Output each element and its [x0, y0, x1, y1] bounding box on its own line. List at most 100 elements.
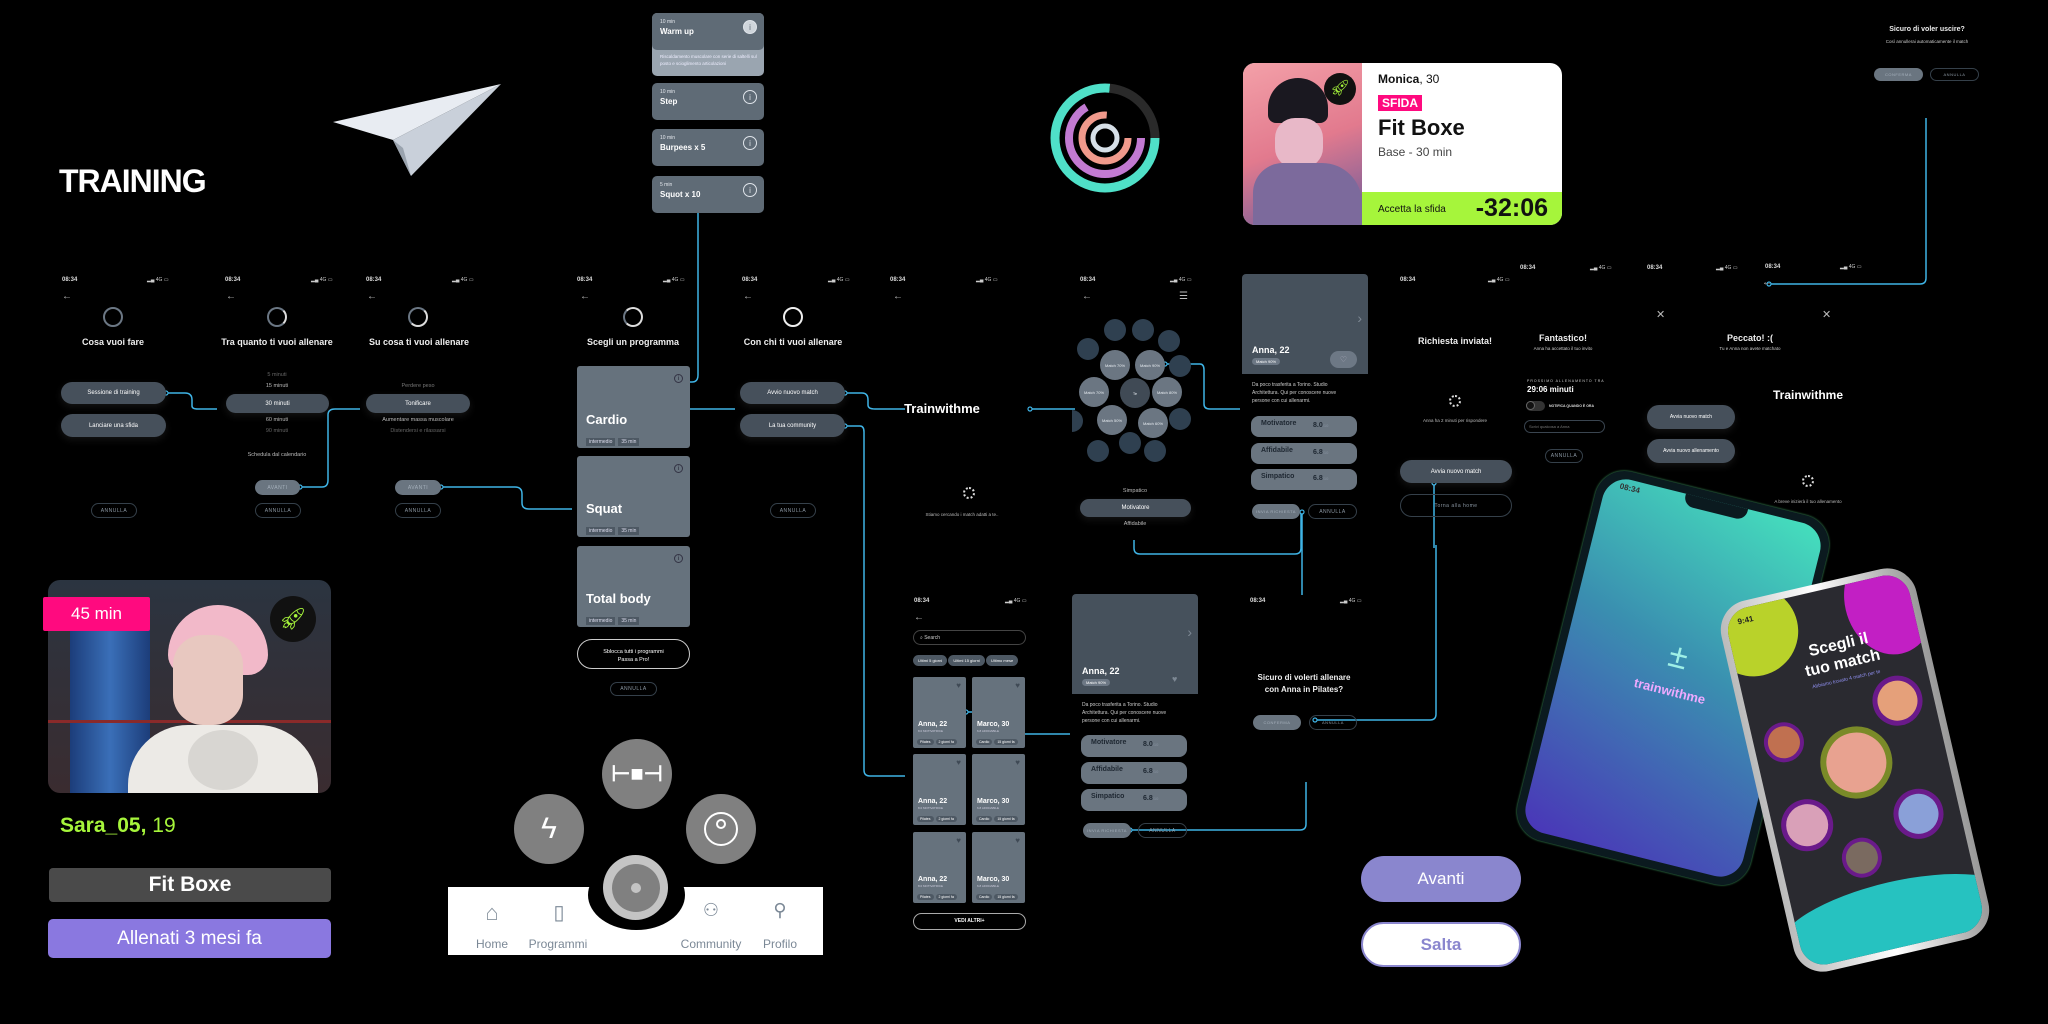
nav-home[interactable]: Home: [475, 937, 508, 951]
info-icon[interactable]: i: [674, 464, 683, 473]
profile-icon[interactable]: ⚲: [773, 900, 787, 920]
bubble[interactable]: [1087, 440, 1109, 462]
document-icon[interactable]: ▯: [553, 902, 565, 924]
back-arrow-icon[interactable]: ←: [893, 291, 903, 302]
match-avatar[interactable]: [1867, 670, 1928, 731]
back-arrow-icon[interactable]: ←: [62, 291, 72, 302]
bubble[interactable]: [1144, 440, 1166, 462]
heart-icon[interactable]: ♥: [956, 836, 961, 845]
next-button[interactable]: Avanti: [1361, 856, 1521, 902]
cancel-button[interactable]: ANNULLA: [1309, 715, 1357, 730]
heart-icon[interactable]: ♥: [1015, 836, 1020, 845]
see-more-button[interactable]: VEDI ALTRI+: [913, 913, 1026, 930]
cancel-button[interactable]: ANNULLA: [1138, 823, 1187, 838]
time-option[interactable]: 90 minuti: [265, 428, 289, 434]
exercise-card-expanded[interactable]: 10 min Warm up i Riscaldamento muscolare…: [652, 13, 764, 76]
bubble[interactable]: [1119, 432, 1141, 454]
next-button[interactable]: AVANTI: [395, 480, 441, 495]
goal-option[interactable]: Distendersi e rilassarsi: [390, 428, 446, 434]
cancel-button[interactable]: ANNULLA: [91, 503, 137, 518]
heart-icon[interactable]: ♥: [1015, 681, 1020, 690]
bubble[interactable]: [1169, 355, 1191, 377]
match-avatar[interactable]: [1813, 719, 1900, 806]
time-option-selected[interactable]: 30 minuti: [226, 394, 329, 413]
match-bubble[interactable]: Match 70%: [1100, 350, 1130, 380]
info-icon[interactable]: i: [743, 90, 757, 104]
bubble[interactable]: [1077, 338, 1099, 360]
bubble[interactable]: [1072, 410, 1083, 432]
match-bubble[interactable]: Match 90%: [1135, 350, 1165, 380]
chip[interactable]: Ultimo mese: [985, 655, 1019, 666]
notify-toggle[interactable]: [1526, 401, 1545, 411]
match-avatar[interactable]: [1837, 833, 1886, 882]
goal-option-selected[interactable]: Tonificare: [366, 394, 470, 413]
back-arrow-icon[interactable]: ←: [1082, 291, 1092, 302]
chevron-right-icon[interactable]: ›: [1357, 310, 1362, 326]
profile-fab[interactable]: [686, 794, 756, 864]
back-arrow-icon[interactable]: ←: [226, 291, 236, 302]
community-button[interactable]: La tua community: [740, 414, 845, 437]
cancel-button[interactable]: ANNULLA: [255, 503, 301, 518]
new-match-button[interactable]: Avvio nuovo match: [740, 382, 845, 404]
trait-option[interactable]: Affidabile: [1123, 521, 1147, 527]
heart-icon[interactable]: ♡: [1330, 351, 1357, 368]
heart-icon[interactable]: ♥: [956, 758, 961, 767]
info-icon[interactable]: i: [743, 183, 757, 197]
cancel-button[interactable]: ANNULLA: [1308, 504, 1357, 519]
skip-button[interactable]: Salta: [1361, 922, 1521, 967]
message-input[interactable]: Scrivi qualcosa a Anna: [1524, 420, 1605, 433]
time-option[interactable]: 5 minuti: [267, 372, 287, 378]
heart-icon[interactable]: ♥: [1015, 758, 1020, 767]
info-icon[interactable]: i: [674, 554, 683, 563]
nav-programmi[interactable]: Programmi: [528, 937, 588, 951]
nav-profilo[interactable]: Profilo: [762, 937, 797, 951]
challenge-card[interactable]: 🚀︎ Monica, 30 SFIDA Fit Boxe Base - 30 m…: [1243, 63, 1562, 225]
cancel-button[interactable]: ANNULLA: [1545, 449, 1583, 463]
heart-icon[interactable]: ♥: [1172, 674, 1178, 684]
schedule-calendar-link[interactable]: Schedula dal calendario: [247, 452, 307, 458]
info-icon[interactable]: i: [674, 374, 683, 383]
chevron-right-icon[interactable]: ›: [1187, 624, 1192, 640]
chip[interactable]: Ultimi 15 giorni: [948, 655, 985, 666]
match-avatar[interactable]: [1888, 783, 1949, 844]
close-icon[interactable]: ✕: [1822, 309, 1832, 321]
home-icon[interactable]: ⌂: [485, 900, 499, 925]
heart-icon[interactable]: ♥: [956, 681, 961, 690]
filter-icon[interactable]: ☰: [1179, 291, 1188, 302]
send-request-button[interactable]: INVIA RICHIESTA: [1252, 504, 1300, 519]
search-input[interactable]: ⌕ Search: [913, 630, 1026, 645]
match-bubble[interactable]: Match 80%: [1152, 377, 1182, 407]
bubble[interactable]: [1104, 319, 1126, 341]
nav-community[interactable]: Community: [680, 937, 742, 951]
time-option[interactable]: 60 minuti: [265, 417, 289, 423]
info-icon[interactable]: i: [743, 20, 757, 34]
option-sessione-training[interactable]: Sessione di training: [61, 382, 166, 404]
cancel-button[interactable]: ANNULLA: [395, 503, 441, 518]
accept-challenge-button[interactable]: Accetta la sfida -32:06: [1362, 192, 1562, 225]
challenge-fab[interactable]: ϟ: [514, 794, 584, 864]
send-request-button[interactable]: INVIA RICHIESTA: [1083, 823, 1131, 838]
back-arrow-icon[interactable]: ←: [367, 291, 377, 302]
cancel-button[interactable]: ANNULLA: [770, 503, 816, 518]
back-arrow-icon[interactable]: ←: [580, 291, 590, 302]
home-button[interactable]: Torna alla home: [1400, 494, 1512, 517]
bubble[interactable]: [1158, 330, 1180, 352]
bubble[interactable]: [1169, 408, 1191, 430]
trait-option-selected[interactable]: Motivatore: [1080, 499, 1191, 517]
chip[interactable]: Ultimi 5 giorni: [913, 655, 948, 666]
trait-option[interactable]: Simpatico: [1122, 488, 1148, 494]
bubble[interactable]: [1132, 319, 1154, 341]
option-lanciare-sfida[interactable]: Lanciare una sfida: [61, 414, 166, 437]
workout-fab[interactable]: ⊢■⊣: [602, 739, 672, 809]
back-arrow-icon[interactable]: ←: [1762, 277, 1772, 288]
back-arrow-icon[interactable]: ←: [743, 291, 753, 302]
close-icon[interactable]: ✕: [1656, 309, 1666, 321]
